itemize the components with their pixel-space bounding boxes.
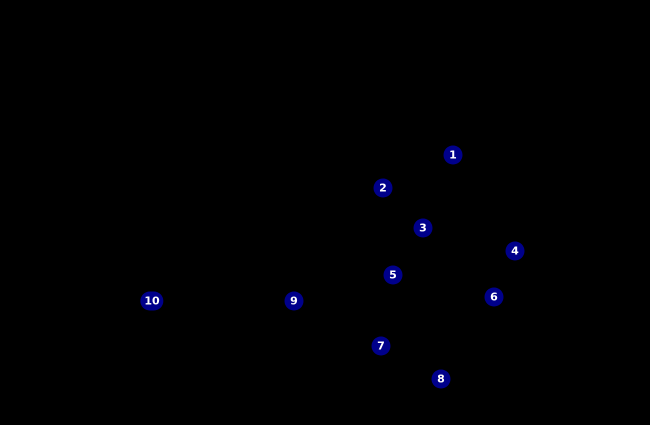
numbered-marker-10[interactable]: 10 (140, 291, 164, 311)
numbered-marker-4[interactable]: 4 (505, 241, 525, 261)
numbered-marker-8[interactable]: 8 (431, 369, 451, 389)
numbered-marker-9[interactable]: 9 (284, 291, 304, 311)
numbered-marker-3[interactable]: 3 (413, 218, 433, 238)
numbered-marker-5[interactable]: 5 (383, 265, 403, 285)
numbered-marker-6[interactable]: 6 (484, 287, 504, 307)
numbered-marker-7[interactable]: 7 (371, 336, 391, 356)
numbered-marker-1[interactable]: 1 (443, 145, 463, 165)
numbered-marker-2[interactable]: 2 (373, 178, 393, 198)
